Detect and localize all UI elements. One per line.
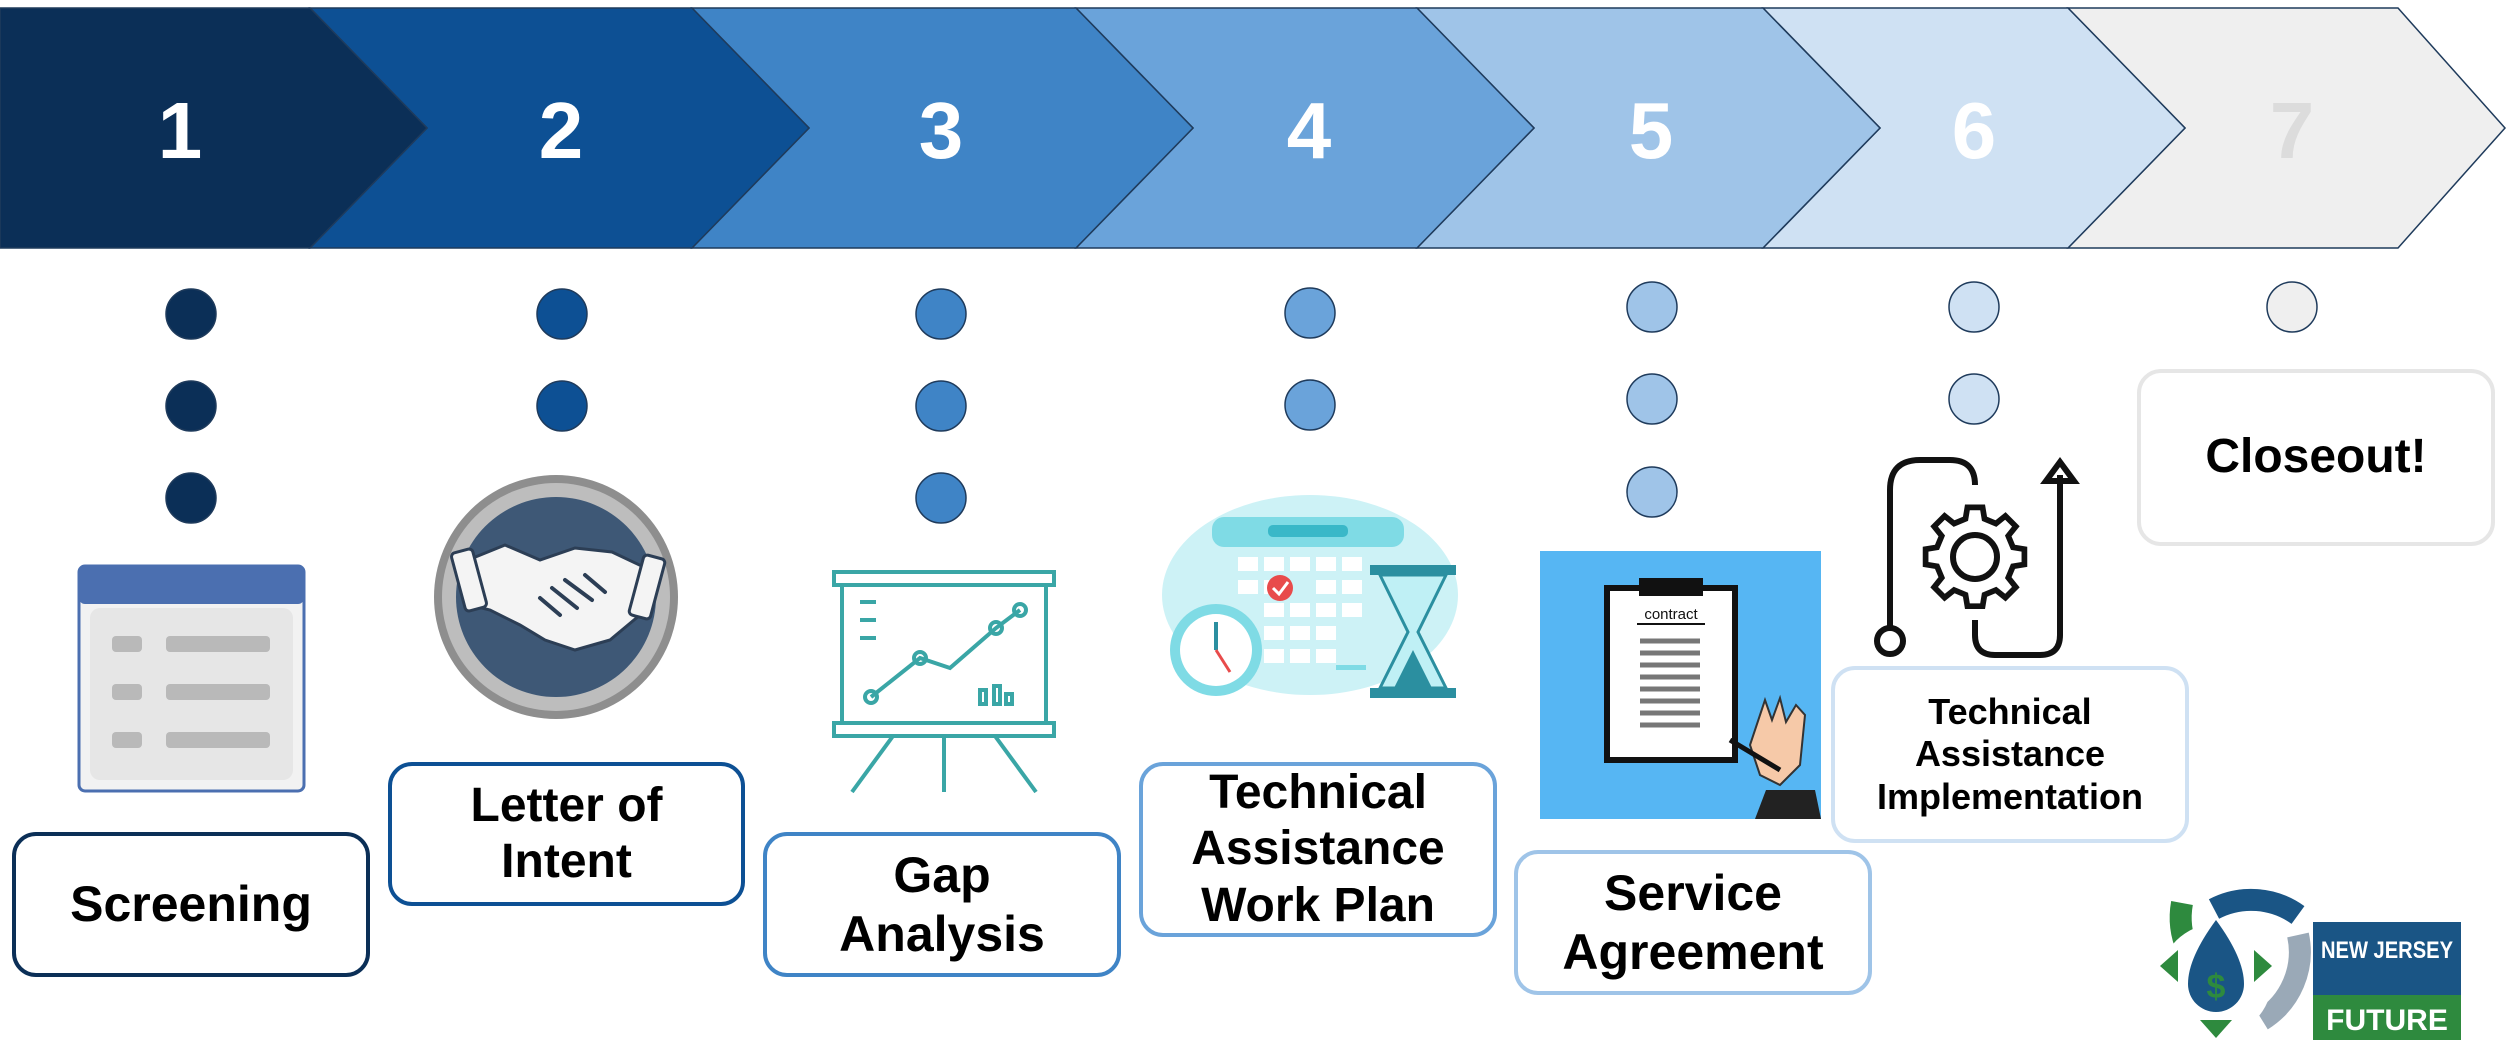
calendar-icon xyxy=(1162,495,1458,698)
step-6-dot xyxy=(1948,373,2000,425)
step-1-dot xyxy=(165,288,217,340)
step-3-dot xyxy=(915,380,967,432)
step-3-label: Gap Analysis xyxy=(839,847,1045,962)
connector-dots xyxy=(165,281,2318,524)
step-5-label: Service Agreement xyxy=(1562,865,1824,980)
step-4-number: 4 xyxy=(1287,86,1332,175)
step-3-dot xyxy=(915,472,967,524)
step-4-label: Technical Assistance Work Plan xyxy=(1191,766,1445,932)
step-3-number: 3 xyxy=(919,86,964,175)
logo-line2: FUTURE xyxy=(2326,1004,2448,1037)
step-2-dot xyxy=(536,380,588,432)
step-5-number: 5 xyxy=(1629,86,1674,175)
step-2-number: 2 xyxy=(539,86,584,175)
svg-text:$: $ xyxy=(2207,968,2226,1006)
work-plan-label: Technical Assistance Work Plan xyxy=(1139,762,1497,937)
closeout-label: Closeout! xyxy=(2137,369,2495,546)
step-1-label: Screening xyxy=(70,876,312,933)
step-4-dot xyxy=(1284,287,1336,339)
presentation-chart-icon xyxy=(832,570,1056,794)
recycle-dollar-icon: $ xyxy=(2160,888,2311,1038)
step-5-dot xyxy=(1626,373,1678,425)
step-7-dot xyxy=(2266,281,2318,333)
step-5-dot xyxy=(1626,466,1678,518)
step-2-label: Letter of Intent xyxy=(470,778,663,888)
step-1-dot xyxy=(165,380,217,432)
gear-shape xyxy=(1922,504,2028,610)
step-7-label: Closeout! xyxy=(2205,430,2427,484)
step-4-dot xyxy=(1284,379,1336,431)
chevron-row xyxy=(0,7,2507,249)
handshake-icon xyxy=(434,475,678,719)
step-6-label: Technical Assistance Implementation xyxy=(1876,691,2144,817)
step-7-number: 7 xyxy=(2270,86,2315,175)
step-1-chevron xyxy=(0,7,429,249)
screening-label: Screening xyxy=(12,832,370,977)
step-6-number: 6 xyxy=(1952,86,1997,175)
step-numbers: 1 2 3 4 5 6 7 xyxy=(158,86,2315,175)
letter-of-intent-label: Letter of Intent xyxy=(388,762,745,906)
step-5-dot xyxy=(1626,281,1678,333)
step-6-dot xyxy=(1948,281,2000,333)
new-jersey-future-logo: $ NEW JERSEY FUTURE xyxy=(2160,888,2461,1040)
contract-caption: contract xyxy=(1644,606,1698,623)
step-1-dot xyxy=(165,472,217,524)
step-2-dot xyxy=(536,288,588,340)
contract-icon: contract xyxy=(1540,551,1821,819)
service-agreement-label: Service Agreement xyxy=(1514,850,1872,995)
list-form-icon xyxy=(77,564,306,793)
step-1-number: 1 xyxy=(158,86,203,175)
gear-cycle-icon xyxy=(1874,456,2080,658)
logo-line1: NEW JERSEY xyxy=(2321,937,2453,964)
step-3-dot xyxy=(915,288,967,340)
implementation-label: Technical Assistance Implementation xyxy=(1831,666,2189,843)
gap-analysis-label: Gap Analysis xyxy=(763,832,1121,977)
